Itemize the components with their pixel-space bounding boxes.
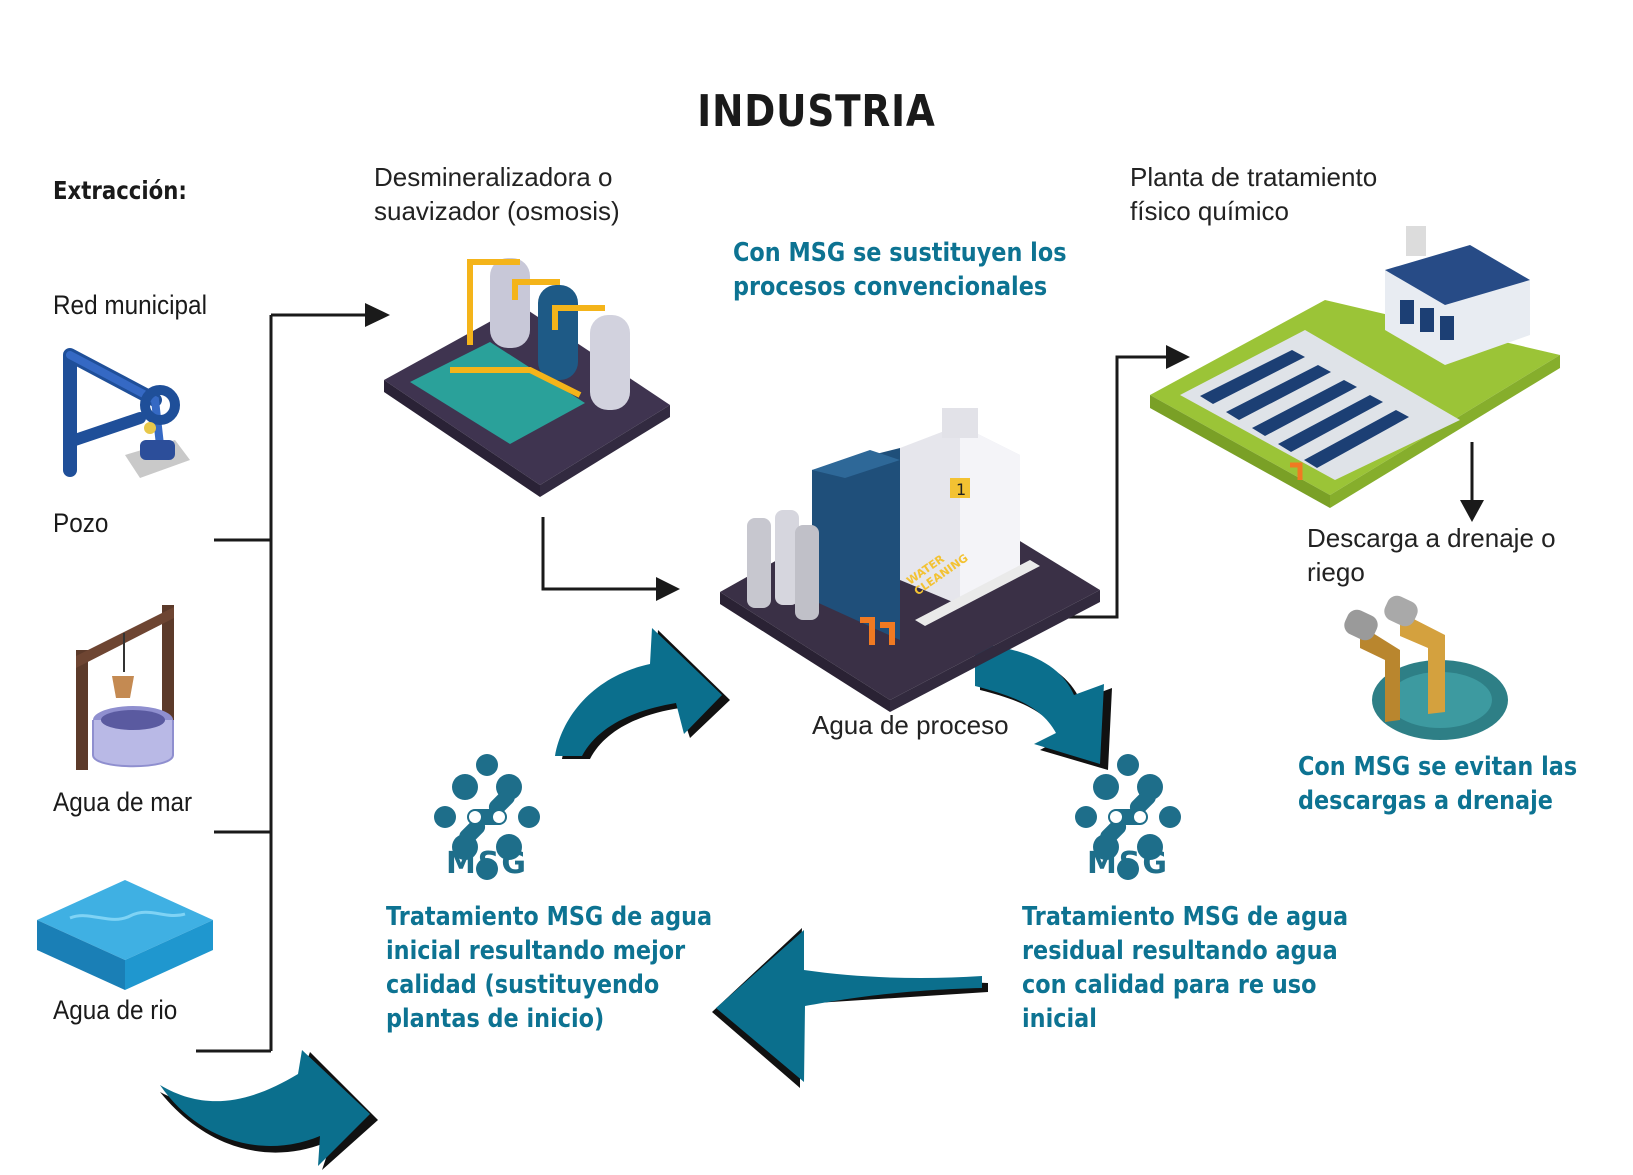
msg-logo-icon bbox=[434, 754, 540, 880]
curved-arrow-factory-to-msg bbox=[975, 644, 1112, 770]
page-title: INDUSTRIA bbox=[697, 86, 936, 137]
curved-arrow-river bbox=[160, 1050, 378, 1170]
curved-arrow-msg-to-factory bbox=[555, 628, 730, 759]
connector-factory-plant bbox=[1066, 355, 1170, 619]
discharge-label: Descarga a drenaje o riego bbox=[1307, 523, 1556, 587]
arrow-to-discharge bbox=[1460, 500, 1484, 522]
pipe-pump-icon bbox=[63, 348, 190, 478]
note-avoid-discharge: Con MSG se evitan las descargas a drenaj… bbox=[1298, 752, 1578, 816]
source-label-sea: Agua de mar bbox=[53, 787, 193, 817]
extraction-heading: Extracción: bbox=[53, 176, 187, 205]
source-label-municipal: Red municipal bbox=[53, 290, 207, 320]
well-icon bbox=[76, 605, 174, 770]
factory-floor-number: 1 bbox=[956, 480, 966, 499]
factory-icon: 1 WATER CLEANING bbox=[720, 408, 1100, 712]
physchem-plant-label: Planta de tratamiento físico químico bbox=[1130, 162, 1378, 226]
discharge-pipes-icon bbox=[1344, 595, 1508, 740]
osmosis-plant-icon bbox=[384, 258, 670, 497]
source-bracket bbox=[196, 313, 370, 1053]
source-label-river: Agua de rio bbox=[53, 995, 178, 1025]
big-arrow-reuse bbox=[712, 928, 988, 1088]
source-label-well: Pozo bbox=[53, 508, 109, 538]
note-msg-initial: Tratamiento MSG de agua inicial resultan… bbox=[386, 902, 713, 1034]
note-replace-conventional: Con MSG se sustituyen los procesos conve… bbox=[733, 238, 1067, 302]
demineralizer-label: Desmineralizadora o suavizador (osmosis) bbox=[374, 162, 620, 226]
process-water-label: Agua de proceso bbox=[812, 710, 1009, 740]
treatment-plant-icon bbox=[1150, 226, 1560, 508]
msg-logo-icon bbox=[1075, 754, 1181, 880]
arrow-to-demineralizer bbox=[365, 303, 390, 327]
sea-water-icon bbox=[37, 880, 213, 990]
connector-demin-factory bbox=[541, 517, 660, 591]
note-msg-residual: Tratamiento MSG de agua residual resulta… bbox=[1022, 902, 1349, 1034]
